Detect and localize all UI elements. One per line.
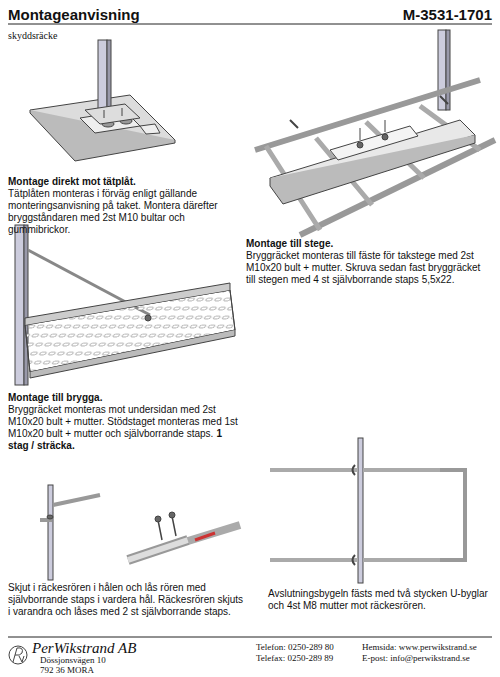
text-block: Skjut i räckesrören i hålen och lås röre… — [8, 582, 248, 618]
body-text: Dössjonsvägen 10 — [40, 655, 190, 665]
text-block: skyddsräcke — [8, 30, 158, 42]
ladder-figure — [255, 30, 495, 235]
body-text: Tätplåten monteras i förväg enligt gälla… — [8, 188, 236, 236]
text-block: Hemsida: www.perwikstrand.seE-post: info… — [362, 642, 496, 664]
text-block: Telefon: 0250-289 80Telefax: 0250-289 89 — [256, 642, 366, 664]
body-text: E-post: info@perwikstrand.se — [362, 653, 496, 664]
text-block: Avslutningsbygeln fästs med två stycken … — [268, 588, 493, 612]
text-block: Montage direkt mot tätplåt.Tätplåten mon… — [8, 176, 236, 236]
text-block: M-3531-1701 — [380, 6, 492, 23]
body-text: 792 36 MORA — [40, 665, 190, 675]
end-loop-figure — [270, 438, 465, 583]
text-block: Montage till stege.Bryggräcket monteras … — [246, 238, 486, 286]
body-text: Telefax: 0250-289 89 — [256, 653, 366, 664]
section-heading: Montage till stege. — [246, 238, 486, 250]
logo-mark — [9, 646, 27, 664]
body-text: M-3531-1701 — [380, 6, 492, 23]
body-text: Bryggräcket monteras mot undersidan med … — [8, 404, 238, 439]
body-text: skyddsräcke — [8, 30, 158, 42]
body-text: Skjut i räckesrören i hålen och lås röre… — [8, 582, 248, 618]
body-text: PerWikstrand AB — [32, 640, 182, 657]
body-text: Avslutningsbygeln fästs med två stycken … — [268, 588, 493, 612]
text-block: Montage till brygga.Bryggräcket monteras… — [8, 392, 238, 452]
body-text: Bryggräcket monteras till fäste för taks… — [246, 250, 486, 286]
page-title: Montageanvisning — [8, 6, 140, 23]
section-heading: Montage direkt mot tätplåt. — [8, 176, 236, 188]
paragraph: Bryggräcket monteras mot undersidan med … — [8, 404, 238, 452]
roof-plate-figure — [30, 40, 175, 161]
tube-figure — [40, 485, 240, 580]
text-block: PerWikstrand AB — [32, 640, 182, 657]
body-text: Telefon: 0250-289 80 — [256, 642, 366, 653]
text-block: Dössjonsvägen 10792 36 MORA — [40, 655, 190, 675]
body-text: Hemsida: www.perwikstrand.se — [362, 642, 496, 653]
section-heading: Montage till brygga. — [8, 392, 238, 404]
bridge-figure — [15, 225, 235, 385]
